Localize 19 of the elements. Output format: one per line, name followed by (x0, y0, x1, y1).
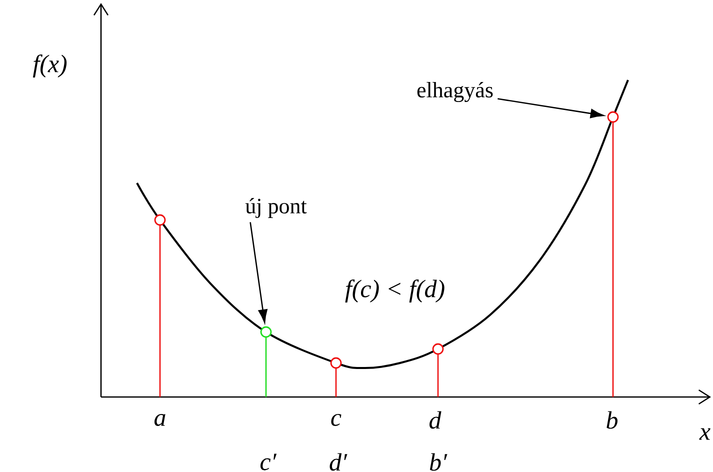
point-marker (154, 214, 166, 226)
callout-text: új pont (245, 198, 307, 218)
point-label: b′ (430, 453, 448, 471)
arrow (498, 98, 604, 118)
axis-label: x (699, 428, 710, 440)
inequality-label: f(c) < f(d) (345, 280, 444, 302)
point-marker (260, 326, 272, 338)
point-marker (607, 111, 619, 123)
point-label: b (606, 411, 618, 429)
arrow (250, 222, 268, 323)
point-marker (432, 343, 444, 355)
point-label: d′ (330, 453, 348, 471)
point-label: d (430, 411, 442, 429)
point-label: c′ (260, 454, 277, 470)
axis-label: f(x) (32, 54, 67, 78)
point-label: a (154, 414, 166, 426)
point-marker (330, 357, 342, 369)
callout-text: elhagyás (417, 82, 493, 102)
point-label: c (331, 414, 342, 426)
